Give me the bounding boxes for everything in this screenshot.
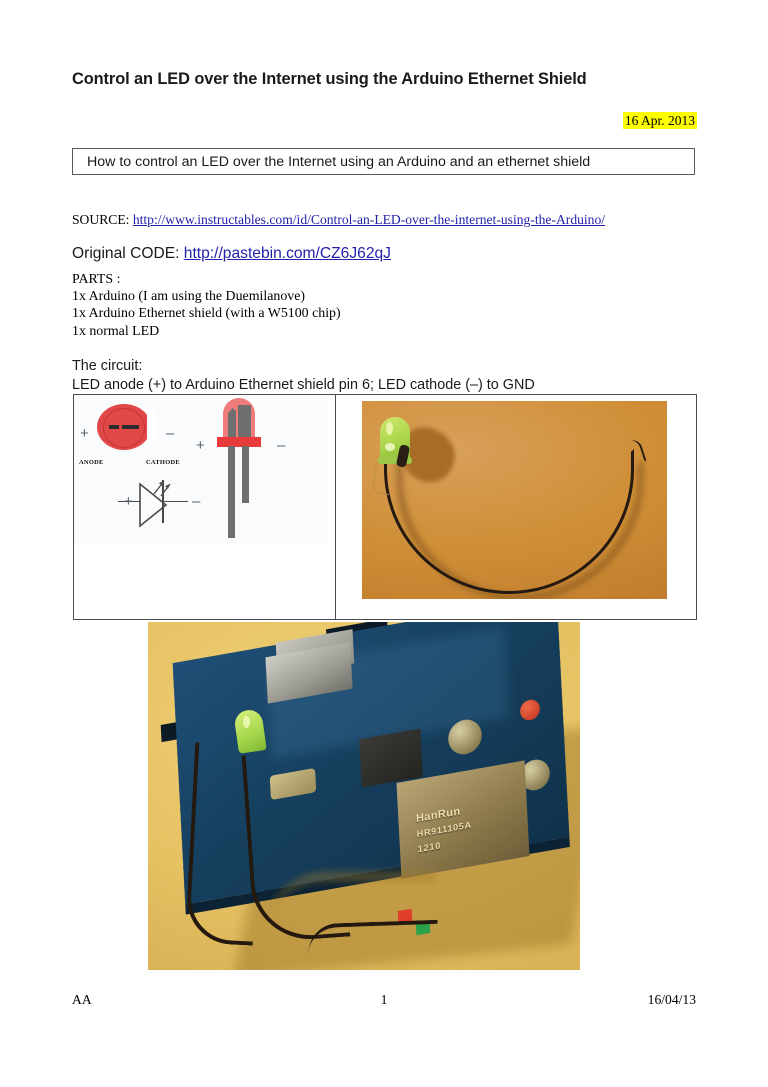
footer-left: AA — [72, 992, 92, 1007]
board-wire-shadow — [266, 872, 436, 951]
figure-table: + – ANODE CATHODE + – — [73, 394, 697, 620]
subtitle-text: How to control an LED over the Internet … — [87, 153, 591, 170]
source-link[interactable]: http://www.instructables.com/id/Control-… — [132, 212, 606, 227]
figure-cell-diagram: + – ANODE CATHODE + – — [74, 395, 336, 619]
circuit-text: LED anode (+) to Arduino Ethernet shield… — [72, 377, 535, 393]
code-line: Original CODE: http://pastebin.com/CZ6J6… — [72, 245, 391, 263]
led-photo-flange — [378, 457, 412, 464]
date-badge: 16 Apr. 2013 — [622, 112, 697, 129]
led-top-view-icon — [97, 402, 156, 452]
led-dash-left — [109, 425, 119, 429]
source-line: SOURCE: http://www.instructables.com/id/… — [72, 212, 605, 228]
symbol-wire-right — [162, 501, 188, 503]
symbol-triangle-and-arrows — [139, 480, 171, 528]
anode-label: ANODE — [79, 459, 104, 466]
led-side-view-icon — [211, 398, 273, 540]
circuit-heading: The circuit: — [72, 358, 143, 374]
cathode-label: CATHODE — [146, 459, 180, 466]
code-link[interactable]: http://pastebin.com/CZ6J62qJ — [183, 245, 391, 262]
page-title: Control an LED over the Internet using t… — [72, 70, 587, 88]
led-die-glow — [385, 443, 395, 451]
subtitle-box: How to control an LED over the Internet … — [72, 148, 695, 175]
parts-item: 1x Arduino (I am using the Duemilanove) — [72, 289, 306, 305]
minus-sign-side-view: – — [277, 437, 286, 454]
led-polarity-diagram: + – ANODE CATHODE + – — [74, 396, 327, 543]
arduino-ethernet-shield-photo: HanRun HR911105A 1210 — [148, 622, 580, 970]
led-leg-long — [228, 446, 235, 538]
parts-heading: PARTS : — [72, 272, 121, 287]
led-dash-right — [122, 425, 139, 429]
footer-page-number: 1 — [380, 992, 388, 1007]
footer-date: 16/04/13 — [647, 992, 696, 1007]
minus-sign-top-view: – — [166, 425, 175, 442]
date-row: 16 Apr. 2013 — [72, 112, 697, 130]
parts-item: 1x normal LED — [72, 323, 160, 339]
led-anvil-post — [228, 408, 236, 438]
board-wire-loop — [307, 919, 439, 955]
led-flat-edge — [147, 410, 156, 442]
figure-cell-photo — [336, 395, 696, 619]
led-highlight — [386, 422, 393, 435]
led-flange — [217, 437, 261, 447]
symbol-wire-left — [118, 501, 140, 503]
led-inner-ring — [103, 408, 145, 448]
code-label: Original CODE: — [72, 245, 184, 262]
source-label: SOURCE: — [72, 212, 133, 227]
led-leg-short — [242, 446, 249, 503]
circuit-block: The circuit: LED anode (+) to Arduino Et… — [72, 357, 535, 395]
led-with-wire-photo — [362, 401, 667, 599]
plus-sign-top-view: + — [80, 425, 89, 442]
parts-block: PARTS : 1x Arduino (I am using the Duemi… — [72, 271, 341, 340]
led-schematic-symbol-icon — [118, 474, 198, 534]
board-green-led-highlight — [243, 716, 250, 728]
led-cathode-post — [238, 405, 251, 438]
parts-item: 1x Arduino Ethernet shield (with a W5100… — [72, 306, 341, 322]
minus-sign-symbol: – — [192, 493, 201, 510]
plus-sign-symbol: + — [124, 493, 133, 510]
plus-sign-side-view: + — [196, 437, 205, 454]
